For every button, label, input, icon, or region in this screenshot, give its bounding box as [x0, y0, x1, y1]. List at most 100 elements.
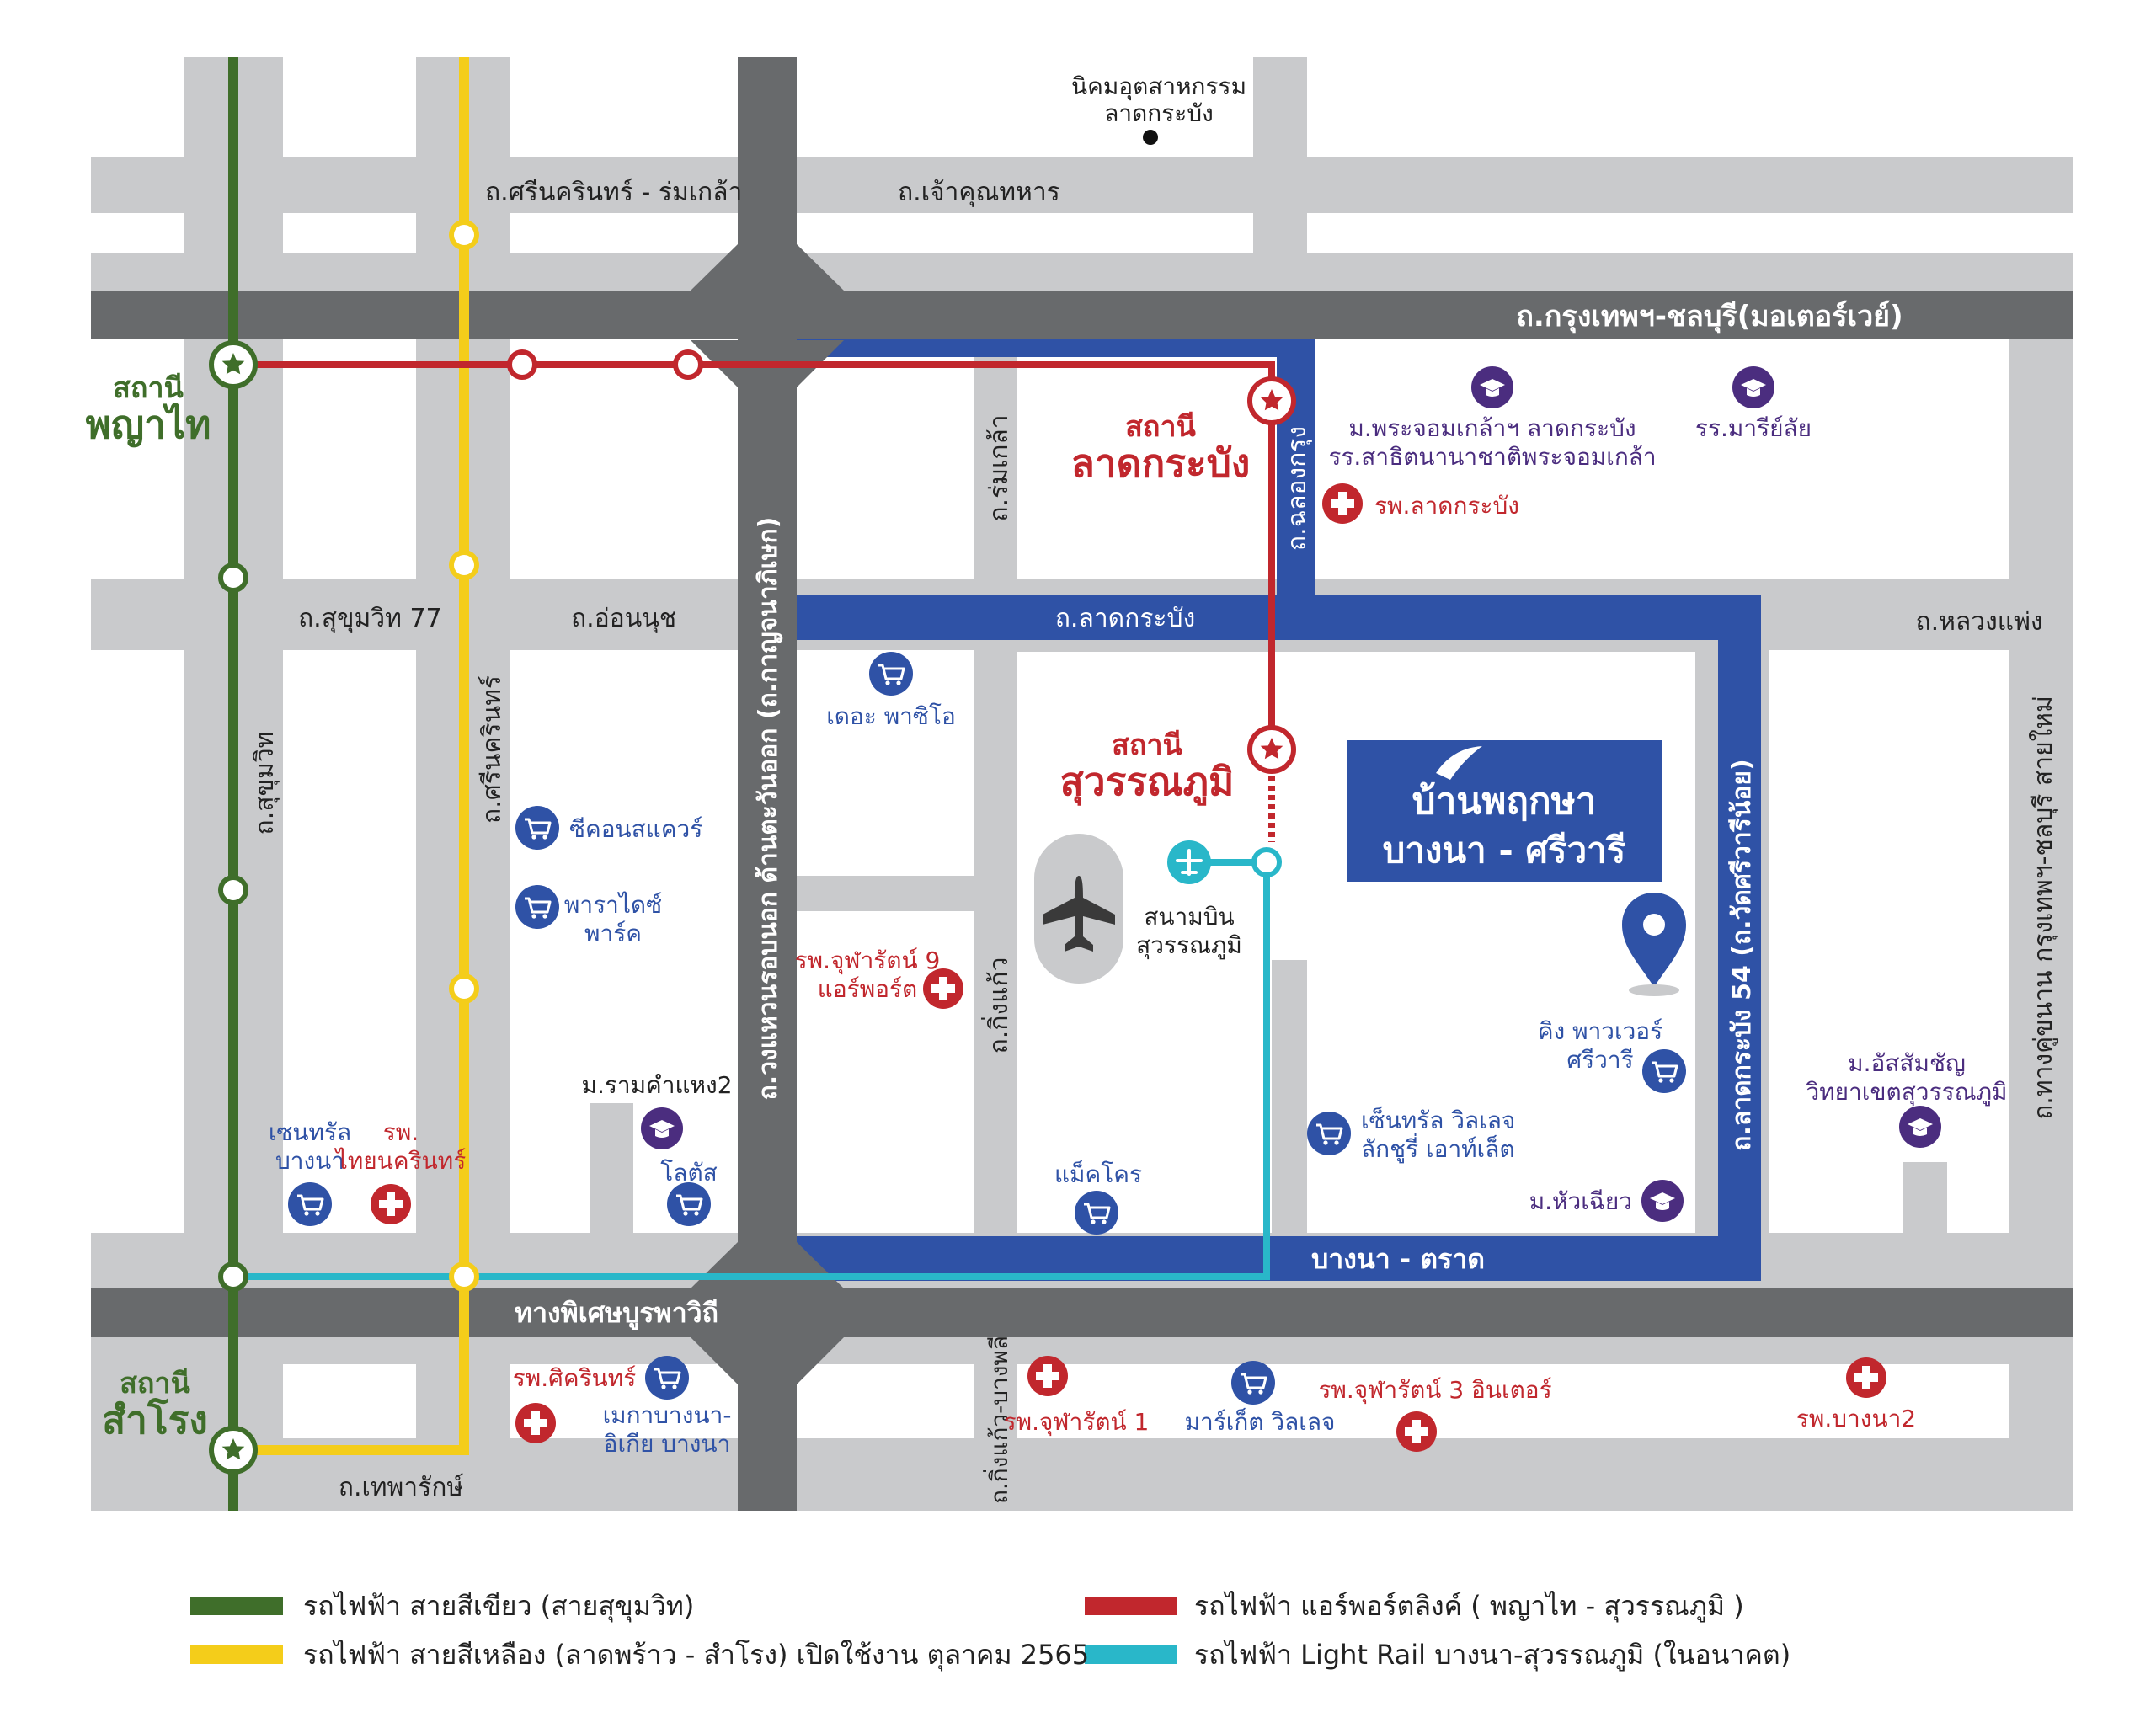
central-village-shop-icon — [1305, 1110, 1353, 1157]
road-label-ring-road: ถ.วงแหวนรอบนอก ด้านตะวันออก (ถ.กาญจนาภิเ… — [754, 517, 783, 1101]
samrong-label: สำโรง — [102, 1397, 208, 1443]
blue-roads — [797, 322, 1761, 1281]
road-label-lat-krabang-54: ถ.ลาดกระบัง 54 (ถ.วัดศรีวารีน้อย) — [1727, 759, 1757, 1150]
road-label-srinakarin: ถ.ศรีนครินทร์ — [478, 675, 507, 824]
legend-swatch-cyan — [1085, 1645, 1177, 1664]
paradise-shop-icon — [514, 883, 561, 931]
central-bangna-label-2: บางนา — [275, 1147, 344, 1175]
road-industrial — [1253, 57, 1307, 296]
king-power-label-2: ศรีวารี — [1566, 1046, 1633, 1074]
king-power-shop-icon — [1641, 1048, 1688, 1095]
mega-bangna-label-2: อิเกีย บางนา — [604, 1430, 731, 1458]
samrong-station-icon — [211, 1428, 255, 1472]
legend-swatch-green — [190, 1597, 283, 1615]
chularat9-label-1: รพ.จุฬารัตน์ 9 — [795, 947, 941, 975]
ramkhamhaeng2-label: ม.รามคำแหง2 — [581, 1071, 732, 1099]
chularat9-hospital-icon — [923, 968, 963, 1009]
assumption-label-2: วิทยาเขตสุวรรณภูมิ — [1806, 1078, 2007, 1107]
road-label-srinakarin-romklao: ถ.ศรีนครินทร์ - ร่มเกล้า — [485, 178, 742, 207]
suvarnabhumi-prefix: สถานี — [1112, 728, 1182, 762]
project-leaf-icon — [1436, 746, 1482, 780]
road-label-rom-klao: ถ.ร่มเกล้า — [985, 414, 1014, 521]
suvarnabhumi-station-icon — [1250, 728, 1294, 771]
road-lat-krabang — [797, 595, 1761, 640]
thainakarin-hospital-icon — [371, 1184, 411, 1224]
makro-label: แม็คโคร — [1054, 1160, 1142, 1188]
thainakarin-label-1: รพ. — [383, 1118, 419, 1146]
road-stub-assumption — [1903, 1162, 1947, 1280]
central-bangna-shop-icon — [286, 1181, 334, 1228]
road-label-king-kaeo: ถ.กิ่งแก้ว — [981, 957, 1014, 1054]
paseo-label: เดอะ พาซิโอ — [826, 702, 956, 730]
legend-label-yellow: รถไฟฟ้า สายสีเหลือง (ลาดพร้าว - สำโรง) เ… — [303, 1639, 1089, 1672]
samrong-prefix: สถานี — [120, 1367, 190, 1400]
seacon-shop-icon — [514, 804, 561, 851]
lotus-shop-icon — [665, 1181, 712, 1228]
road-stub-airport — [1272, 960, 1307, 1280]
makro-shop-icon — [1073, 1189, 1120, 1236]
road-label-luang-phaeng: ถ.หลวงแพ่ง — [1915, 607, 2042, 637]
project-box — [1345, 739, 1663, 883]
light-rail-line — [233, 862, 1270, 1280]
road-label-bangna-trat: บางนา - ตราด — [1311, 1243, 1485, 1275]
road-stub-ram2 — [590, 1103, 633, 1280]
mariyalai-label: รร.มารีย์ลัย — [1695, 414, 1812, 442]
mega-bangna-shop-icon — [643, 1354, 691, 1401]
lat-krabang-label: ลาดกระบัง — [1071, 440, 1251, 486]
road-label-on-nut: ถ.อ่อนนุช — [571, 604, 676, 634]
seacon-label: ซีคอนสแควร์ — [569, 815, 702, 843]
lat-krabang-station-icon — [1250, 379, 1294, 423]
industrial-estate-dot — [1143, 130, 1158, 145]
road-chalong-krung — [1277, 322, 1315, 600]
road-lat-krabang-54 — [1718, 595, 1761, 1281]
legend-swatch-yellow — [190, 1645, 283, 1664]
road-label-king-kaeo-bang-phli: ถ.กิ่งแก้ว-บางพลี — [983, 1336, 1013, 1504]
road-label-chaokhun-thahan: ถ.เจ้าคุณทหาร — [898, 178, 1060, 208]
sikarin-label: รพ.ศิครินทร์ — [513, 1364, 637, 1392]
paradise-label-2: พาร์ค — [584, 920, 642, 947]
lat-krabang-hospital-label: รพ.ลาดกระบัง — [1374, 492, 1519, 520]
assumption-label-1: ม.อัสสัมชัญ — [1848, 1049, 1966, 1077]
project-name-line1: บ้านพฤกษา — [1412, 780, 1597, 823]
road-label-lat-krabang: ถ.ลาดกระบัง — [1055, 604, 1196, 633]
market-village-label: มาร์เก็ต วิลเลจ — [1185, 1407, 1336, 1436]
legend-swatch-red — [1085, 1597, 1177, 1615]
legend: รถไฟฟ้า สายสีเขียว (สายสุขุมวิท) รถไฟฟ้า… — [190, 1590, 1790, 1672]
road-upper-strip — [91, 253, 2073, 296]
airport-label-2: สุวรรณภูมิ — [1136, 931, 1242, 960]
kmitl-label-2: รร.สาธิตนานาชาติพระจอมเกล้า — [1328, 443, 1656, 471]
lat-krabang-prefix: สถานี — [1125, 410, 1196, 444]
sikarin-hospital-icon — [515, 1403, 556, 1443]
road-chaokhun-thahan — [91, 157, 2073, 213]
road-motorway — [91, 291, 2073, 339]
kmitl-school-icon — [1471, 366, 1513, 408]
phaya-thai-station-icon — [211, 343, 255, 387]
paradise-label-1: พาราไดซ์ — [564, 891, 662, 919]
hua-chiew-label: ม.หัวเฉียว — [1529, 1187, 1632, 1215]
road-label-sukhumvit: ถ.สุขุมวิท — [250, 732, 280, 835]
ramkhamhaeng2-school-icon — [641, 1107, 683, 1149]
airport-label-1: สนามบิน — [1144, 903, 1234, 931]
king-power-label-1: คิง พาวเวอร์ — [1538, 1017, 1662, 1045]
central-village-label-1: เซ็นทรัล วิลเลจ — [1361, 1106, 1515, 1134]
chularat3-label: รพ.จุฬารัตน์ 3 อินเตอร์ — [1318, 1376, 1551, 1405]
lotus-label: โลตัส — [660, 1159, 717, 1187]
suvarnabhumi-label: สุวรรณภูมิ — [1060, 759, 1235, 806]
airport-link-line — [233, 361, 1275, 749]
mega-bangna-label-1: เมกาบางนา- — [603, 1401, 732, 1429]
minor-stations — [218, 220, 1282, 1292]
central-bangna-label-1: เซนทรัล — [269, 1118, 351, 1146]
road-label-theparak: ถ.เทพารักษ์ — [339, 1473, 463, 1502]
legend-label-cyan: รถไฟฟ้า Light Rail บางนา-สุวรรณภูมิ (ในอ… — [1194, 1639, 1790, 1672]
bangna2-label: รพ.บางนา2 — [1796, 1405, 1916, 1432]
phaya-thai-prefix: สถานี — [113, 371, 184, 405]
yellow-line — [233, 57, 469, 1455]
chularat1-label: รพ.จุฬารัตน์ 1 — [1004, 1408, 1150, 1437]
road-burapha-withi — [91, 1288, 2073, 1337]
bangna2-hospital-icon — [1846, 1357, 1886, 1398]
chularat3-hospital-icon — [1396, 1411, 1437, 1452]
lat-krabang-hospital-icon — [1322, 483, 1363, 524]
location-pin-icon — [1622, 893, 1686, 987]
hua-chiew-school-icon — [1641, 1180, 1684, 1222]
